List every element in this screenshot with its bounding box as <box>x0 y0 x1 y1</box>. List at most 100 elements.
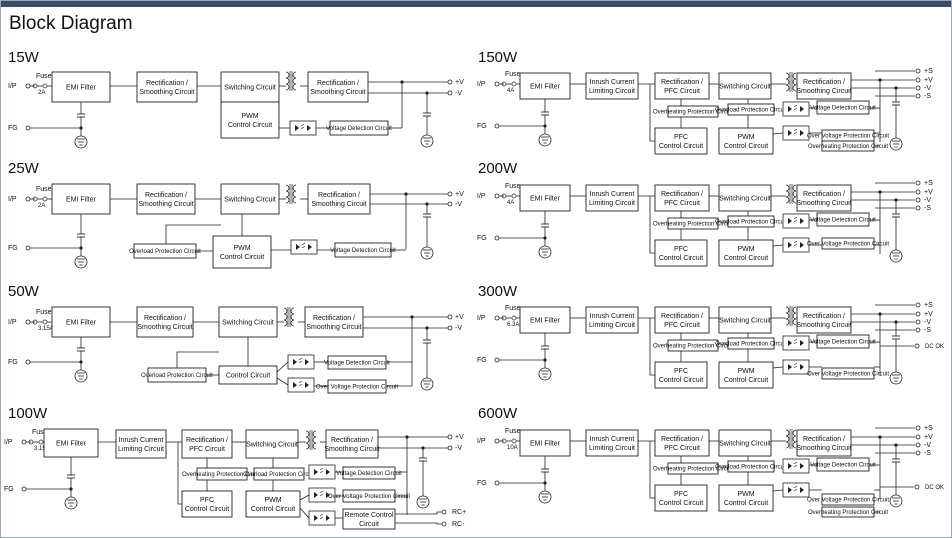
block-label: EMI Filter <box>530 83 561 90</box>
capacitor-icon <box>419 457 427 462</box>
output-label: +V <box>924 189 933 196</box>
fg-terminal <box>25 245 31 251</box>
block-label: Over Voltage Protection Circuit <box>807 372 889 378</box>
block-label: Overheating Protection Circuit <box>808 510 888 516</box>
block-label: PWM <box>737 368 754 375</box>
optocoupler-icon <box>782 335 810 351</box>
top-bar <box>1 1 951 7</box>
block-label: Voltage Detection Circuit <box>810 218 876 224</box>
overheating-protection-block: Overheating Protection Circuit <box>653 339 733 352</box>
fg-label: FG <box>8 245 18 252</box>
block-label: Voltage Detection Circuit <box>810 463 876 469</box>
junction-dot <box>543 236 547 240</box>
sense-label: +S <box>924 180 933 187</box>
rc-label: RC+ <box>452 509 466 516</box>
dcok-label: DC OK <box>925 344 944 350</box>
output-label: -V <box>455 325 462 332</box>
optocoupler-icon <box>782 359 810 375</box>
fg-label: FG <box>8 359 18 366</box>
capacitor-icon <box>892 101 900 106</box>
ground-icon <box>889 249 903 263</box>
block-label: EMI Filter <box>530 195 561 202</box>
sense-terminal <box>915 425 921 431</box>
rc-terminal <box>441 509 447 515</box>
capacitor-icon <box>892 335 900 340</box>
rectifier-pfc-block: Rectification /PFC Circuit <box>181 429 233 459</box>
ground-icon <box>889 494 903 508</box>
block-label: Control Circuit <box>659 255 703 262</box>
transformer-icon <box>785 72 797 92</box>
output-label: -V <box>455 201 462 208</box>
junction-dot <box>79 360 83 364</box>
rectifier-block: Rectification /Smoothing Circuit <box>304 306 364 338</box>
output-terminal <box>915 319 921 325</box>
rectifier-block: Rectification /Smoothing Circuit <box>796 72 852 100</box>
overload-protection-block: Overload Protection Circuit <box>129 243 201 259</box>
block-label: PFC Circuit <box>189 446 225 453</box>
block-label: Control Circuit <box>724 377 768 384</box>
wire <box>395 511 442 515</box>
output-terminal <box>915 85 921 91</box>
capacitor-icon <box>77 347 85 352</box>
input-terminal <box>25 319 31 325</box>
sense-label: -S <box>924 327 931 334</box>
output-terminal <box>915 197 921 203</box>
block-label: Overload Protection Circuit <box>715 342 787 348</box>
block-label: PFC <box>674 491 688 498</box>
voltage-detection-block: Voltage Detection Circuit <box>330 242 396 258</box>
fuse-rating: 3.15A <box>34 446 50 452</box>
fg-terminal <box>494 357 500 363</box>
block-label: PWM <box>737 134 754 141</box>
transformer-icon <box>283 307 295 327</box>
overload-protection-block: Overload Protection Circuit <box>715 460 787 473</box>
ground-icon <box>889 137 903 151</box>
block-label: Overheating Protection Circuit <box>653 344 733 350</box>
capacitor-icon <box>892 213 900 218</box>
fuse-icon <box>28 439 44 445</box>
over-voltage-protection-block: Over Voltage Protection Circuit <box>807 493 889 506</box>
capacitor-icon <box>423 112 431 117</box>
emi-filter-block: EMI Filter <box>519 184 571 212</box>
sense-terminal <box>915 302 921 308</box>
optocoupler-icon <box>782 125 810 141</box>
overheating-protection-block: Overheating Protection Circuit <box>182 467 262 481</box>
output-label: +V <box>455 434 464 441</box>
sense-terminal <box>915 180 921 186</box>
sense-label: +S <box>924 68 933 75</box>
wire <box>299 494 310 501</box>
block-label: Over Voltage Protection Circuit <box>316 385 398 391</box>
ground-icon <box>538 367 552 381</box>
input-terminal <box>494 315 500 321</box>
block-label: EMI Filter <box>66 319 97 326</box>
switching-circuit-block: Switching Circuit <box>718 429 772 457</box>
wire <box>176 351 219 368</box>
fg-label: FG <box>477 123 487 130</box>
pwm-control-block: PWM Control Circuit <box>718 361 774 389</box>
sense-label: -S <box>924 450 931 457</box>
block-label: Rectification / <box>661 436 703 443</box>
input-label: I/P <box>477 438 486 445</box>
block-label: Rectification / <box>313 315 355 322</box>
block-label: Rectification / <box>803 436 845 443</box>
fg-terminal <box>25 125 31 131</box>
block-label: Switching Circuit <box>719 83 771 90</box>
block-label: Control Circuit <box>659 377 703 384</box>
section-title: 200W <box>478 160 518 177</box>
optocoupler-icon <box>287 354 315 370</box>
block-label: Remote Control <box>344 512 393 519</box>
ground-icon <box>889 371 903 385</box>
fuse-icon <box>32 83 48 89</box>
block-label: Control Circuit <box>659 500 703 507</box>
block-label: Smoothing Circuit <box>796 200 851 207</box>
output-label: -V <box>924 442 931 449</box>
dcok-label: DC OK <box>925 485 944 491</box>
capacitor-icon <box>77 233 85 238</box>
block-label: Inrush Current <box>119 437 164 444</box>
block-label: Smoothing Circuit <box>138 201 193 208</box>
